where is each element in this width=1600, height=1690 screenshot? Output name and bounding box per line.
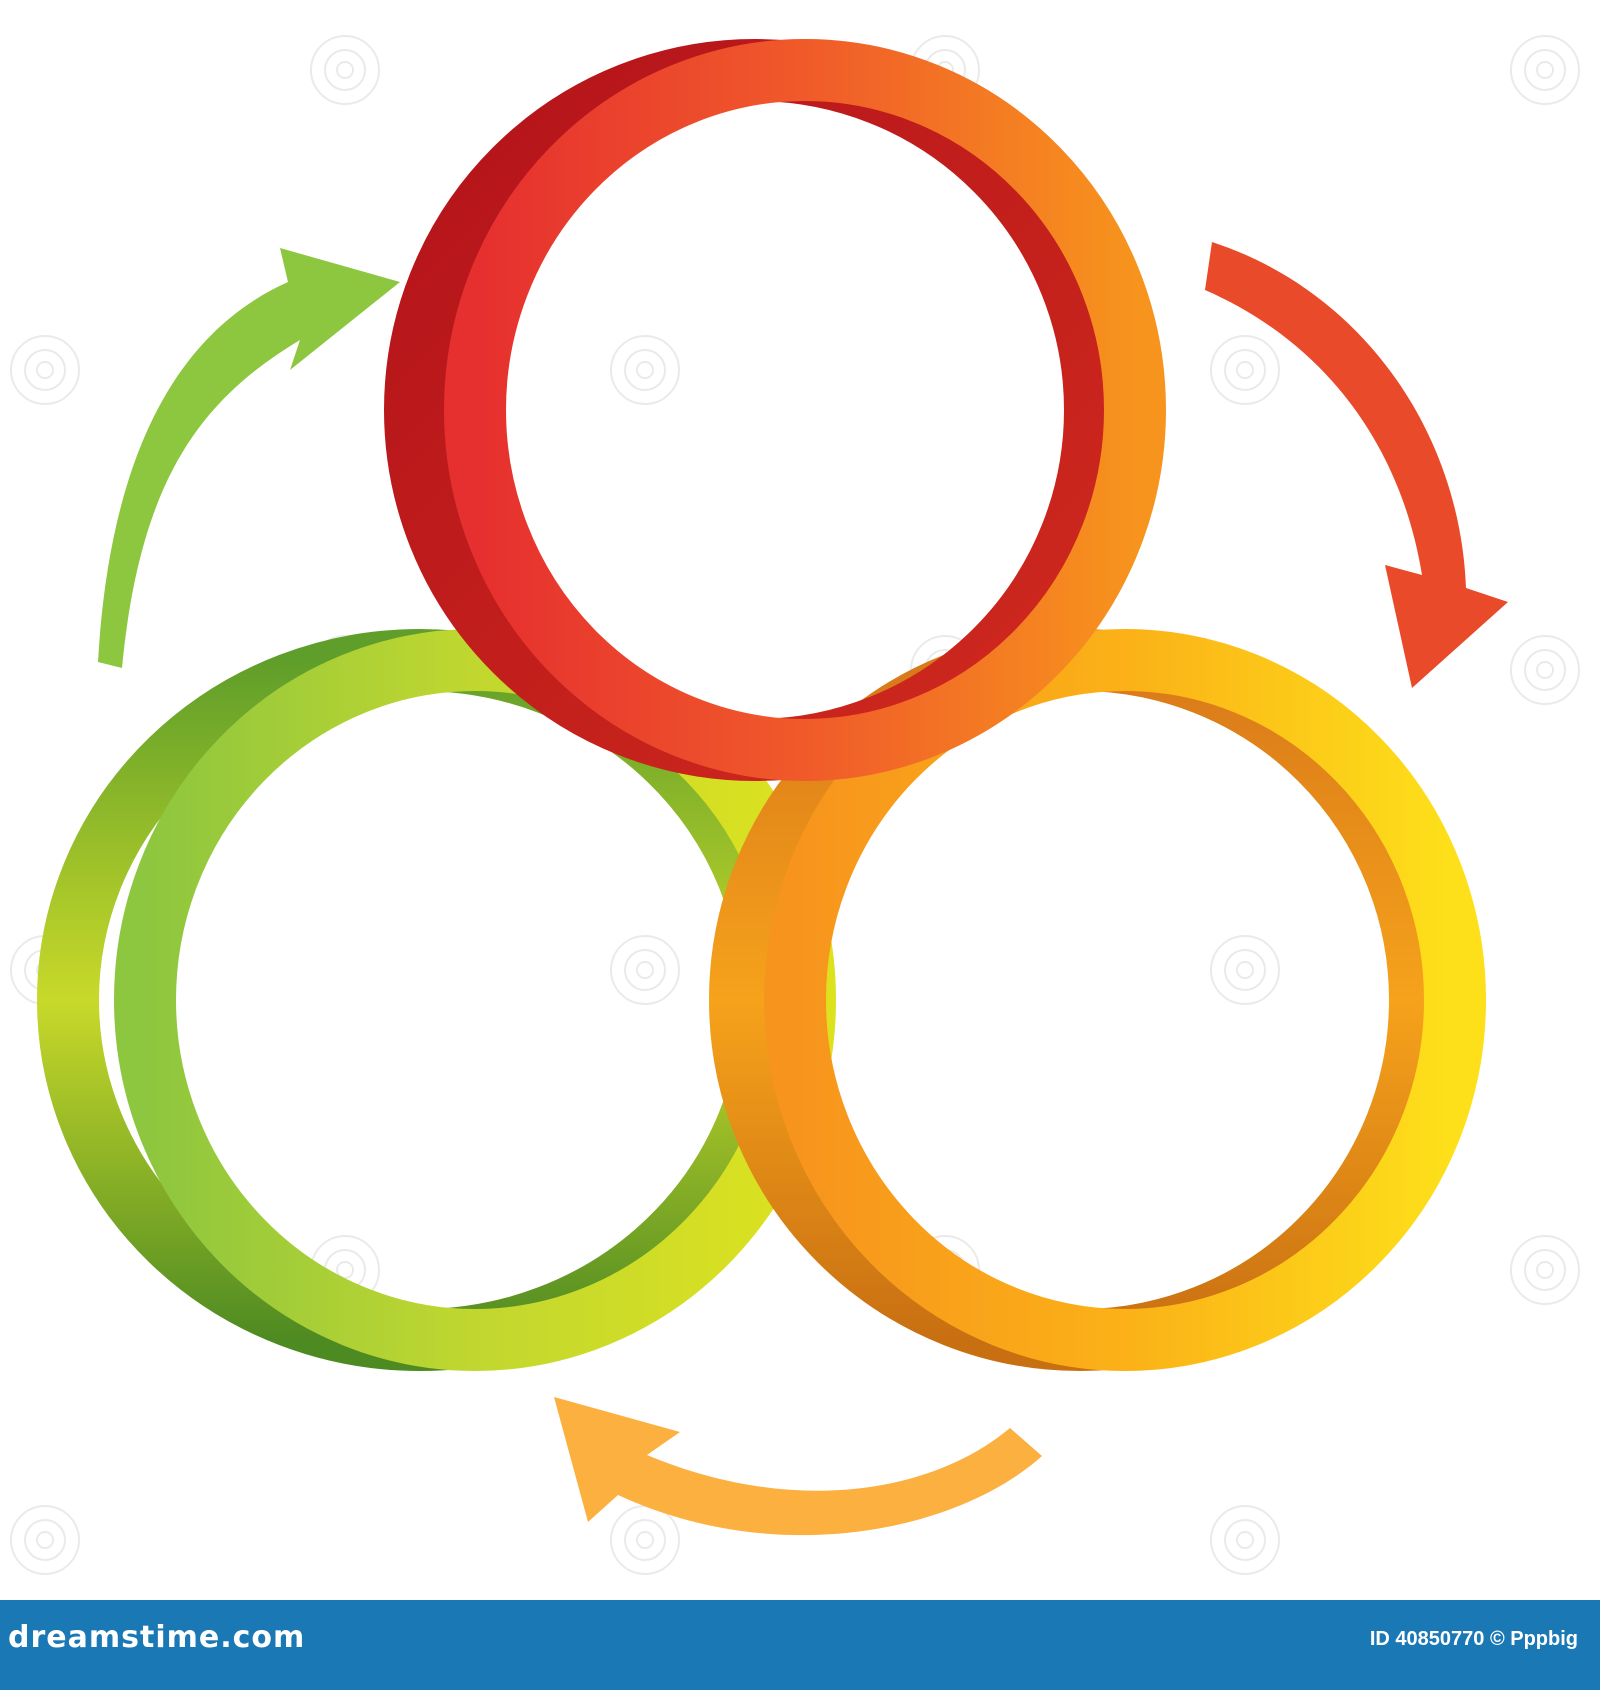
cycle-diagram [10,35,1580,1575]
footer-bar: dreamstime.com ID 40850770 © Pppbig [0,1600,1600,1690]
top-ring [384,39,1166,781]
right-ring [709,629,1486,1371]
image-id-credit: ID 40850770 © Pppbig [1369,1628,1578,1650]
orange-arrow-icon [554,1397,1042,1536]
green-arrow-icon [98,248,400,668]
red-arrow-icon [1205,242,1508,688]
brand-logo-text: dreamstime.com [8,1620,306,1655]
